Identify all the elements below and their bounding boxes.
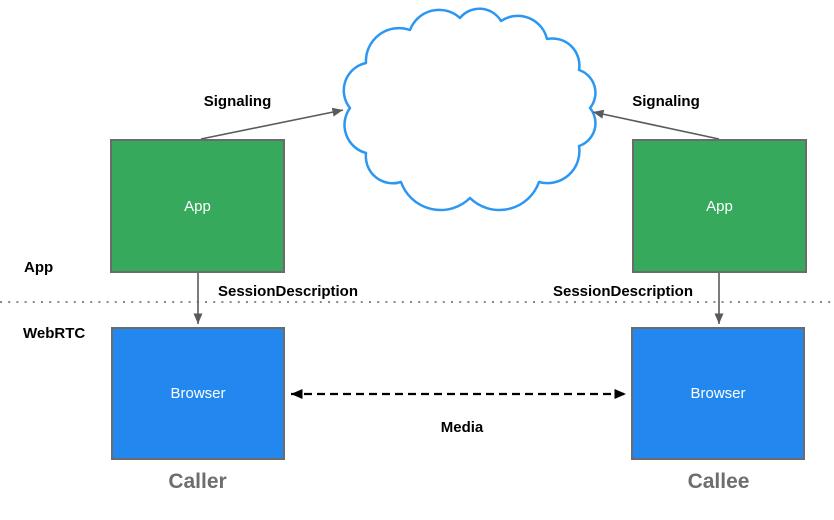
session-description-label-left: SessionDescription — [217, 283, 359, 300]
callee-browser-node: Browser — [631, 327, 805, 460]
media-label: Media — [440, 419, 484, 436]
callee-caption: Callee — [687, 470, 750, 493]
webrtc-layer-label: WebRTC — [23, 325, 86, 342]
caller-caption: Caller — [168, 470, 227, 493]
caller-app-label: App — [184, 197, 211, 215]
callee-app-label: App — [706, 197, 733, 215]
signaling-arrow-right — [592, 109, 720, 140]
cloud-icon — [342, 7, 597, 212]
signaling-label-left: Signaling — [203, 93, 272, 110]
signaling-label-right: Signaling — [632, 93, 700, 110]
caller-app-node: App — [110, 139, 285, 273]
app-layer-label: App — [24, 259, 54, 276]
caller-browser-label: Browser — [170, 385, 226, 402]
signaling-arrow-left — [200, 107, 344, 140]
callee-app-node: App — [632, 139, 807, 273]
session-description-label-right: SessionDescription — [552, 283, 694, 300]
callee-browser-label: Browser — [690, 385, 746, 402]
caller-browser-node: Browser — [111, 327, 285, 460]
